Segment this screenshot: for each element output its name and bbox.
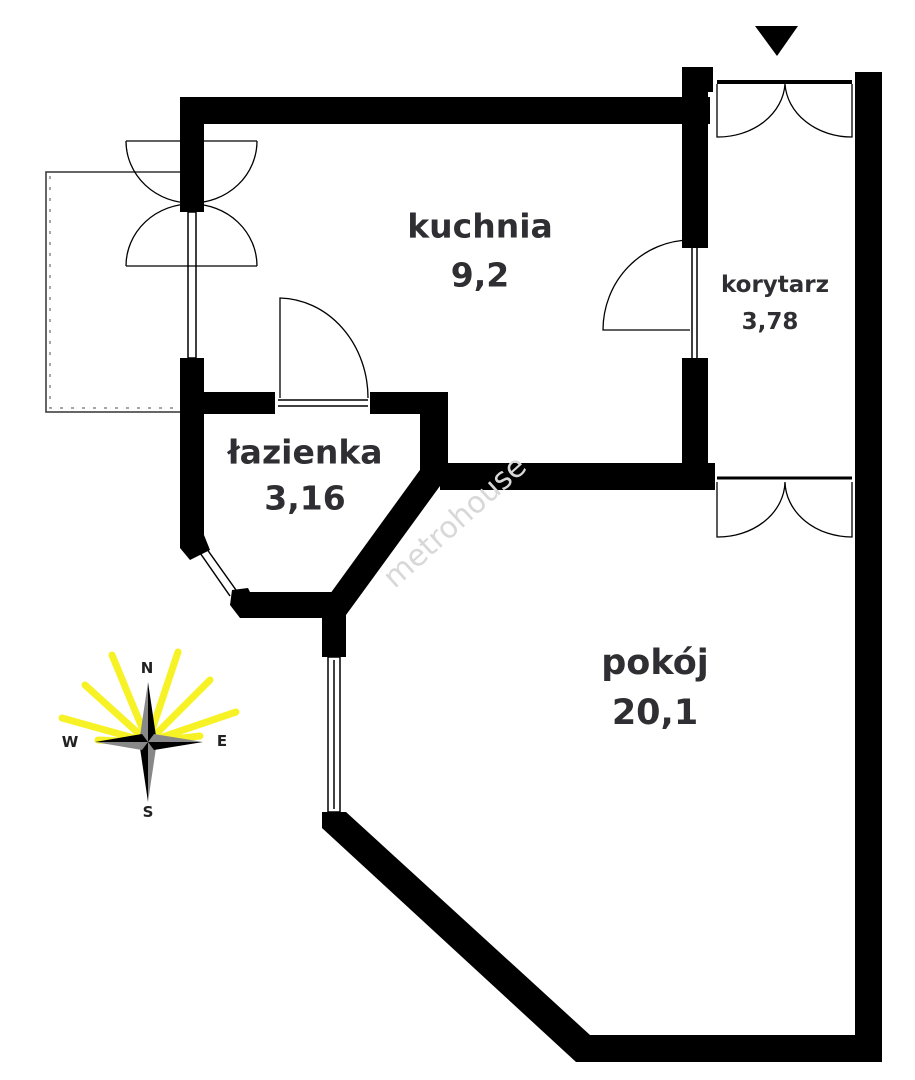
room-area-kuchnia: 9,2 [450,255,510,295]
compass-north-label: N [140,659,154,677]
windows [187,211,698,813]
doors [125,80,853,538]
room-name-pokoj: pokój [601,643,709,683]
room-area-korytarz: 3,78 [741,309,799,335]
walls [180,67,882,1062]
entrance-arrow-icon [755,26,798,56]
compass-rose-icon [58,648,240,802]
room-area-lazienka: 3,16 [264,478,346,518]
balcony [45,171,180,413]
compass-south-label: S [142,803,154,821]
room-name-korytarz: korytarz [720,272,830,298]
compass-east-label: E [216,732,228,750]
room-area-pokoj: 20,1 [611,693,699,733]
compass-west-label: W [61,733,79,751]
room-name-lazienka: łazienka [227,432,383,472]
room-name-kuchnia: kuchnia [407,206,553,246]
